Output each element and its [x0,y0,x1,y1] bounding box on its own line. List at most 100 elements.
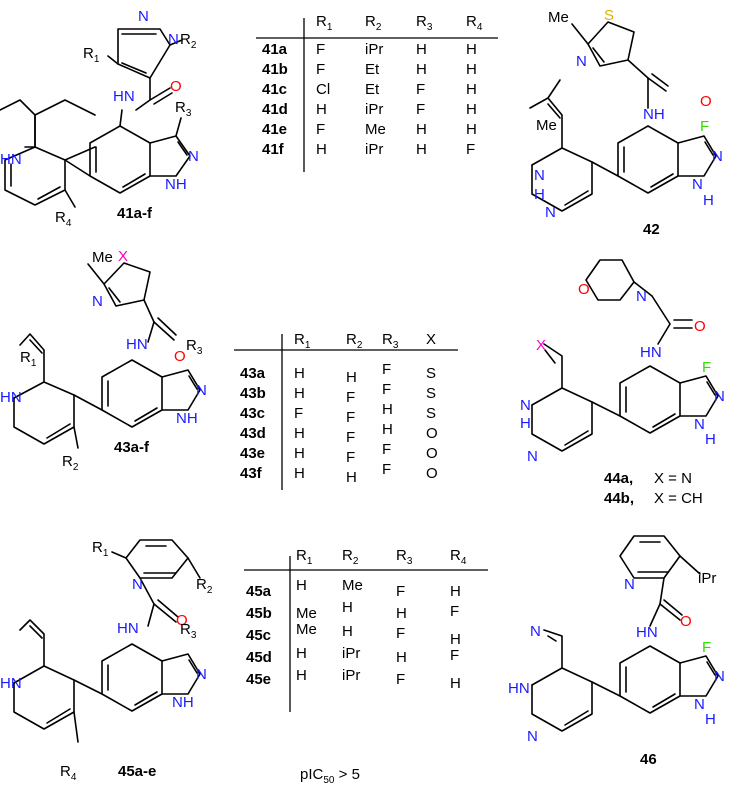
atom-s: S [604,7,614,24]
table-row-id: 45c [246,627,271,644]
table-row-id: 43e [240,445,265,462]
table-cell: H [382,421,393,438]
table-cell: H [294,465,305,482]
table-cell: O [426,465,438,482]
table-row-id: 43d [240,425,266,442]
table-cell: F [382,381,391,398]
table-cell: F [450,647,459,664]
table-row-id: 45a [246,583,272,600]
atom-nh: NH [643,106,665,123]
atom-n: N [694,696,705,713]
atom-hn: HN [117,620,139,637]
x-definition-44a: X = N [654,470,692,487]
atom-hn: HN [126,336,148,353]
compound-45-structure [13,539,201,743]
atom-h: H [703,192,714,209]
table-cell: F [346,409,355,426]
table-row-id: 41c [262,81,287,98]
table-cell: H [342,599,353,616]
table-column-header: R4 [450,547,467,567]
atom-o: O [680,613,692,630]
table-cell: Me [296,605,317,622]
table-row-id: 41b [262,61,288,78]
table-cell: H [416,141,427,158]
footnote-subscript: 50 [323,775,335,786]
table-column-header: R1 [316,13,333,33]
table-cell: H [416,121,427,138]
atom-n: N [624,576,635,593]
table-cell: F [346,389,355,406]
table-cell: H [296,667,307,684]
table-column-header: R2 [346,331,363,351]
atom-n: N [714,668,725,685]
compound-label: 45a-e [118,763,156,780]
compound-label-44a: 44a, [604,470,633,487]
compound-46-structure [531,535,719,732]
atom-f: F [702,639,711,656]
atom-o: O [700,93,712,110]
x-definition-44b: X = CH [654,490,703,507]
table-cell: S [426,385,436,402]
table-row-id: 41f [262,141,285,158]
table-cell: F [466,141,475,158]
table-column-header: R3 [382,331,399,351]
atom-n: N [694,416,705,433]
table-cell: H [466,121,477,138]
table-cell: H [294,425,305,442]
table-cell: F [416,101,425,118]
atom-h: H [520,415,531,432]
compound-label: 42 [643,221,660,238]
compound-label: 43a-f [114,439,150,456]
methyl-label: Me [548,9,569,26]
table-cell: H [316,141,327,158]
variable-x-label: X [536,337,546,354]
atom-hn: HN [0,389,22,406]
atom-hn: HN [508,680,530,697]
table-cell: F [346,429,355,446]
table-row-id: 41a [262,41,288,58]
atom-n: N [520,397,531,414]
isopropyl-label: iPr [698,570,716,587]
table-cell: H [450,583,461,600]
atom-hn: HN [0,675,22,692]
table-cell: H [342,623,353,640]
table-row-id: 45e [246,671,271,688]
table-cell: Me [365,121,386,138]
atom-n: N [714,388,725,405]
atom-nh: NH [172,694,194,711]
table-cell: S [426,405,436,422]
table-cell: H [294,365,305,382]
table-cell: Me [296,621,317,638]
table-cell: H [416,61,427,78]
r3-label: R3 [180,621,197,641]
atom-o: O [170,78,182,95]
table-cell: F [316,41,325,58]
table-column-header: R2 [365,13,382,33]
atom-nh: NH [176,410,198,427]
atom-o: O [578,281,590,298]
atom-f: F [700,118,709,135]
atom-n: N [636,288,647,305]
compound-44-atom-labels: O N O HN F N N H X N H N 44a, X = N 44b,… [520,281,725,507]
table-cell: H [396,605,407,622]
r4-label: R4 [55,209,72,229]
r4-label: R4 [60,763,77,783]
table-cell: iPr [365,101,383,118]
table-column-header: R1 [296,547,313,567]
table-cell: H [346,369,357,386]
table-cell: iPr [342,667,360,684]
r2-label: R2 [180,31,197,51]
methyl-label: Me [536,117,557,134]
table-column-header: R4 [466,13,483,33]
atom-o: O [694,318,706,335]
table-cell: Et [365,81,380,98]
table-cell: F [396,671,405,688]
atom-o: O [174,348,186,365]
r2-label: R2 [62,453,79,473]
atom-n: N [527,728,538,745]
activity-footnote: pIC50 > 5 [300,766,360,786]
atom-n: N [545,204,556,221]
methyl-label: Me [92,249,113,266]
